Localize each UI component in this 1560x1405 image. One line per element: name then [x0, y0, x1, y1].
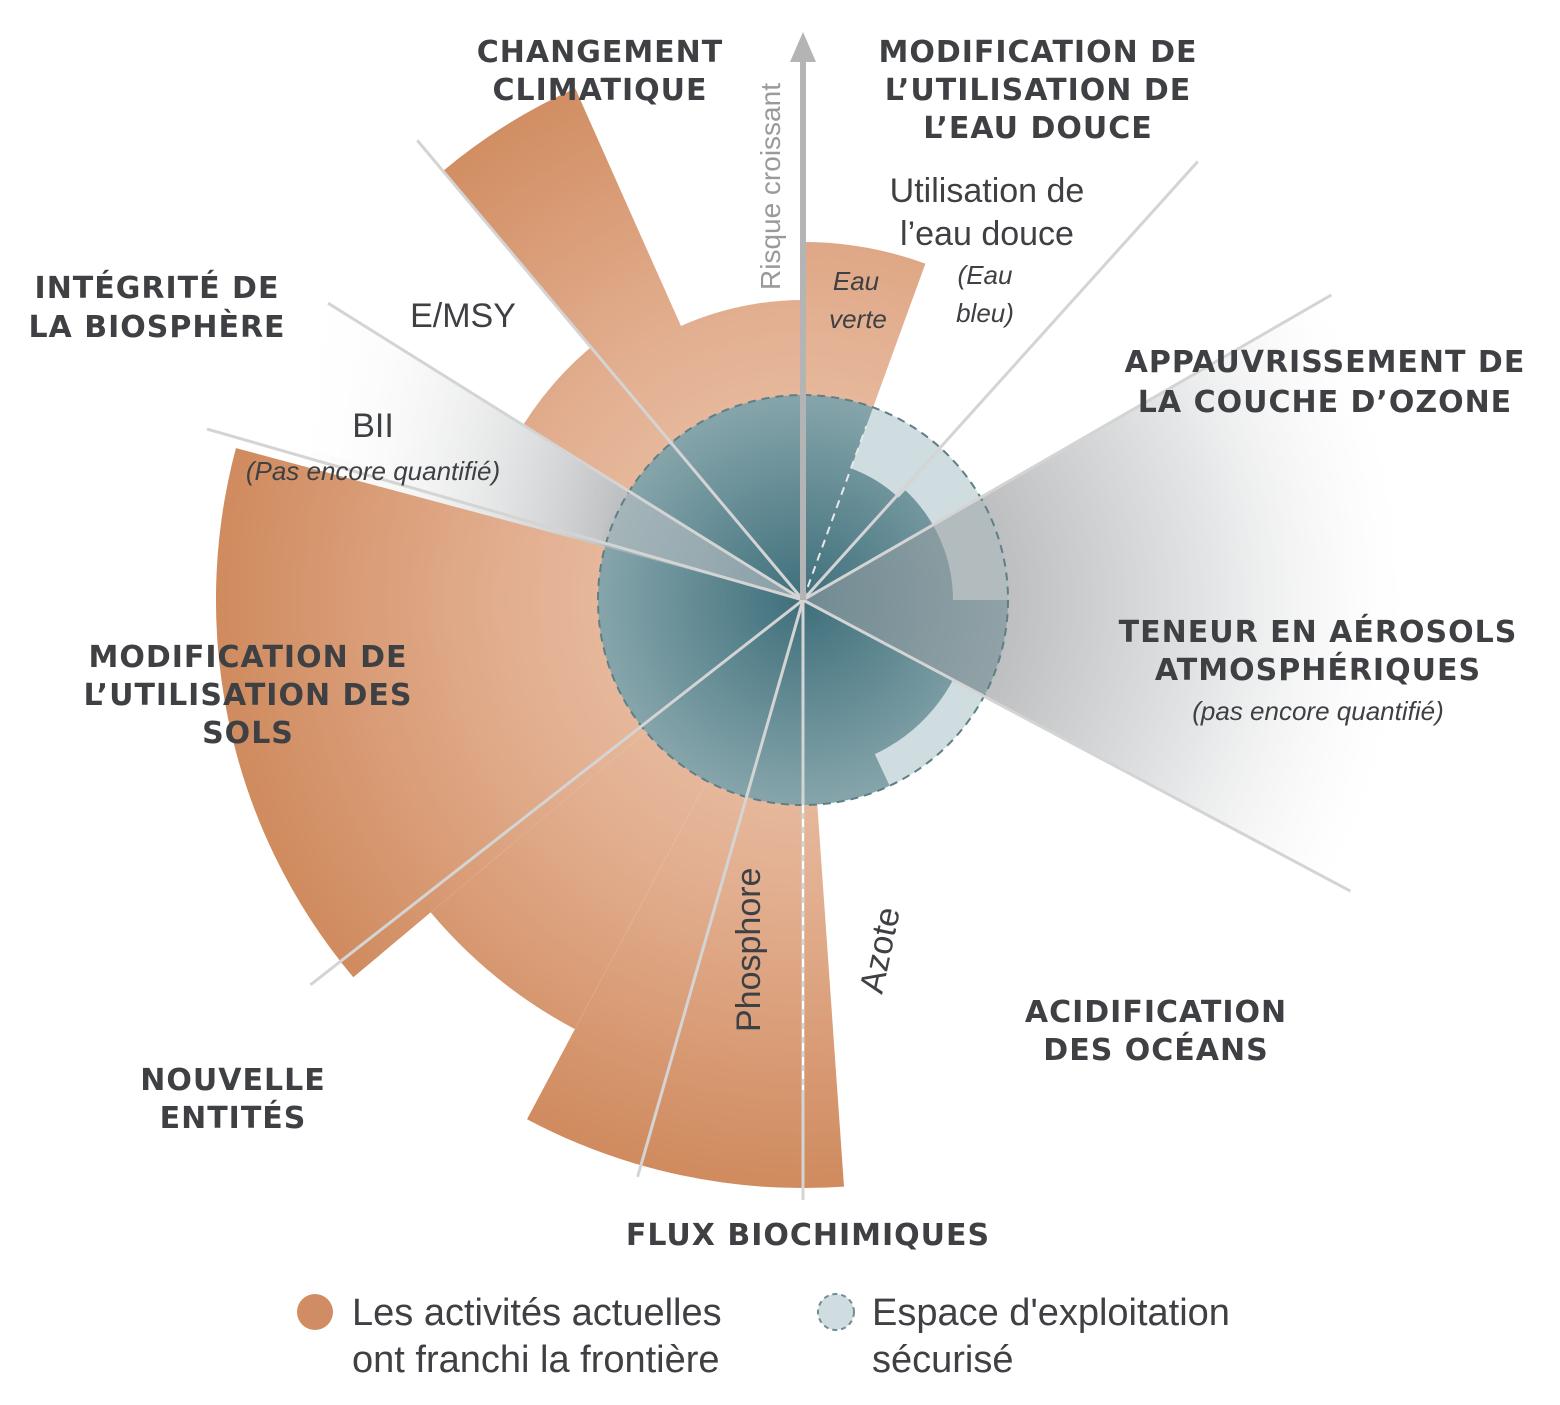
label-biosphere-integrity: INTÉGRITÉ DE LA BIOSPHÈRE	[28, 270, 285, 345]
svg-text:Eau: Eau	[833, 266, 879, 296]
label-green-water: Eau verte	[829, 266, 887, 334]
svg-text:Espace d'exploitation: Espace d'exploitation	[872, 1292, 1230, 1334]
label-bii: BII (Pas encore quantifié)	[246, 407, 500, 486]
label-phosphorus: Phosphore	[730, 868, 768, 1032]
svg-text:MODIFICATION DE: MODIFICATION DE	[88, 640, 407, 675]
svg-text:ATMOSPHÉRIQUES: ATMOSPHÉRIQUES	[1155, 652, 1481, 688]
svg-text:DES OCÉANS: DES OCÉANS	[1043, 1032, 1268, 1068]
risk-axis-arrowhead	[790, 32, 816, 62]
label-land-system-change: MODIFICATION DE L’UTILISATION DES SOLS	[83, 640, 412, 751]
label-nitrogen: Azote	[853, 904, 908, 997]
legend-item-crossed: Les activités actuelles ont franchi la f…	[297, 1292, 722, 1381]
svg-text:L’UTILISATION DE: L’UTILISATION DE	[885, 73, 1191, 108]
svg-text:CHANGEMENT: CHANGEMENT	[477, 35, 723, 70]
svg-text:L’UTILISATION DES: L’UTILISATION DES	[83, 678, 412, 713]
legend-item-safe: Espace d'exploitation sécurisé	[817, 1292, 1230, 1381]
svg-text:LA BIOSPHÈRE: LA BIOSPHÈRE	[28, 309, 285, 345]
safe-zone-aerosols	[803, 497, 1008, 697]
svg-text:APPAUVRISSEMENT DE: APPAUVRISSEMENT DE	[1125, 345, 1526, 380]
sector-dividers	[206, 139, 1352, 1200]
legend: Les activités actuelles ont franchi la f…	[297, 1292, 1230, 1381]
label-emsy: E/MSY	[410, 297, 516, 335]
svg-text:sécurisé: sécurisé	[872, 1339, 1014, 1381]
wedge-aerosols	[803, 300, 1404, 882]
label-blue-water: (Eau bleu)	[956, 260, 1014, 328]
svg-text:TENEUR EN AÉROSOLS: TENEUR EN AÉROSOLS	[1119, 614, 1518, 650]
safe-zone-ocean	[874, 679, 984, 786]
svg-text:Les activités actuelles: Les activités actuelles	[352, 1292, 722, 1334]
label-freshwater-use: Utilisation de l’eau douce	[890, 172, 1085, 253]
safe-zone-bii	[605, 491, 803, 600]
svg-text:BII: BII	[352, 407, 394, 445]
svg-text:verte: verte	[829, 304, 887, 334]
safe-zone-boundary	[597, 394, 1009, 806]
label-ozone-depletion: APPAUVRISSEMENT DE LA COUCHE D’OZONE	[1125, 345, 1526, 420]
svg-text:L’EAU DOUCE: L’EAU DOUCE	[923, 111, 1152, 146]
svg-text:CLIMATIQUE: CLIMATIQUE	[492, 73, 707, 108]
axis-label: Risque croissant	[755, 83, 786, 290]
svg-text:l’eau douce: l’eau douce	[900, 215, 1074, 253]
divider-e	[802, 293, 1333, 602]
svg-text:ENTITÉS: ENTITÉS	[160, 1100, 307, 1136]
divider-water-dashed	[802, 425, 868, 601]
legend-swatch-crossed	[297, 1294, 333, 1330]
svg-text:(Eau: (Eau	[958, 260, 1013, 290]
divider-nw	[327, 301, 804, 602]
label-novel-entities: NOUVELLE ENTITÉS	[140, 1063, 325, 1136]
divider-ne	[801, 160, 1199, 602]
svg-text:SOLS: SOLS	[202, 716, 294, 751]
divider-se	[802, 598, 1352, 893]
divider-sw	[309, 598, 804, 986]
svg-text:MODIFICATION DE: MODIFICATION DE	[878, 35, 1197, 70]
svg-text:ACIDIFICATION: ACIDIFICATION	[1025, 995, 1287, 1030]
svg-text:(Pas encore quantifié): (Pas encore quantifié)	[246, 456, 500, 486]
divider-nnw	[416, 139, 805, 601]
label-climate-change: CHANGEMENT CLIMATIQUE	[477, 35, 723, 108]
svg-text:LA COUCHE D’OZONE: LA COUCHE D’OZONE	[1138, 385, 1512, 420]
label-biochemical-flows: FLUX BIOCHIMIQUES	[626, 1218, 990, 1253]
svg-text:INTÉGRITÉ DE: INTÉGRITÉ DE	[35, 270, 280, 306]
label-ocean-acidification: ACIDIFICATION DES OCÉANS	[1025, 995, 1287, 1068]
svg-text:(pas encore quantifié): (pas encore quantifié)	[1192, 696, 1443, 726]
label-freshwater-change: MODIFICATION DE L’UTILISATION DE L’EAU D…	[878, 35, 1197, 146]
divider-w	[206, 427, 804, 602]
divider-ssw	[636, 599, 805, 1178]
wedge-functional-diversity-fade	[223, 282, 625, 546]
svg-text:NOUVELLE: NOUVELLE	[140, 1063, 325, 1098]
svg-text:bleu): bleu)	[956, 298, 1014, 328]
safe-zone-blue-water	[850, 407, 943, 498]
svg-text:Utilisation de: Utilisation de	[890, 172, 1085, 210]
svg-text:ont franchi la frontière: ont franchi la frontière	[352, 1339, 720, 1381]
legend-swatch-safe	[817, 1293, 855, 1331]
label-aerosols: TENEUR EN AÉROSOLS ATMOSPHÉRIQUES (pas e…	[1119, 614, 1518, 726]
